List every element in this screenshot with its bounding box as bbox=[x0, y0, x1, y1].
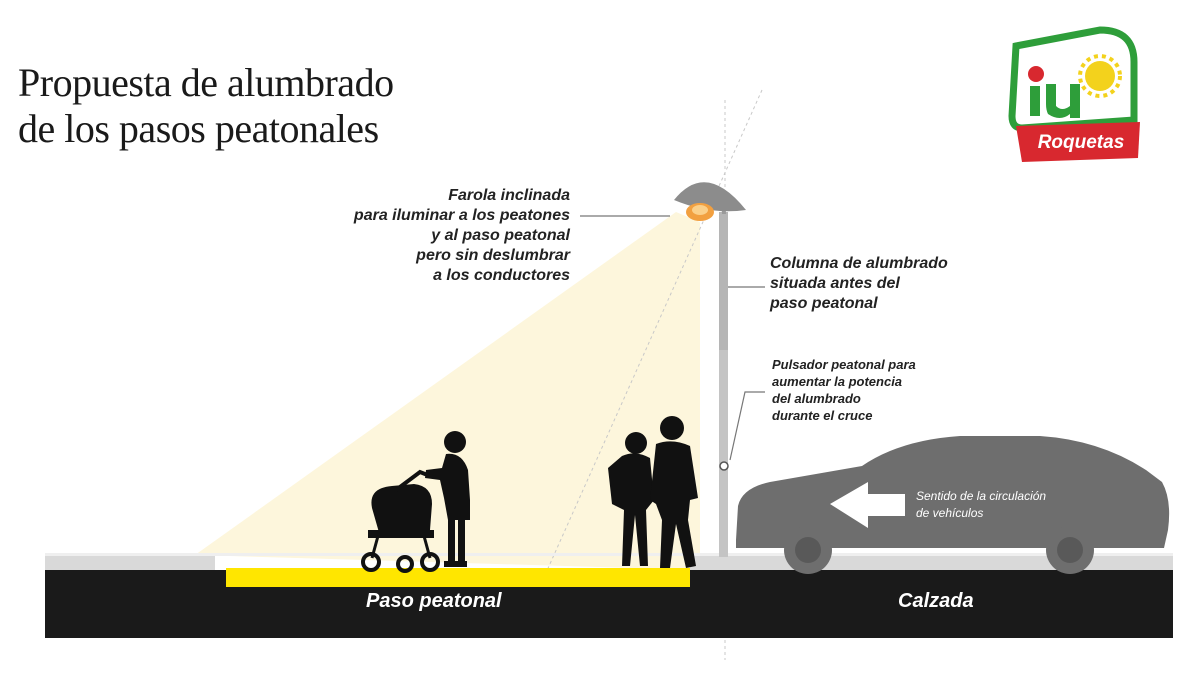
pedestrian-button-icon bbox=[719, 461, 729, 471]
lamp-annotation-line: para iluminar a los peatones bbox=[353, 207, 570, 224]
button-annotation-line: aumentar la potencia bbox=[772, 374, 903, 389]
crosswalk-stripe bbox=[226, 568, 690, 587]
stroller-icon bbox=[361, 469, 440, 573]
lamp-annotation-line: a los conductores bbox=[433, 267, 570, 284]
button-annotation: Pulsador peatonal para aumentar la poten… bbox=[772, 356, 992, 424]
button-annotation-line: del alumbrado bbox=[772, 391, 861, 406]
arrow-left-icon bbox=[830, 482, 905, 528]
title-line-1: Propuesta de alumbrado bbox=[18, 60, 394, 105]
lamp-annotation-line: pero sin deslumbrar bbox=[416, 247, 570, 264]
guide-line-diagonal bbox=[544, 89, 763, 576]
sidewalk-edge bbox=[45, 553, 1173, 556]
lamp-annotation-line: y al paso peatonal bbox=[431, 227, 570, 244]
street-lamp-icon bbox=[674, 182, 746, 221]
road-label: Calzada bbox=[898, 590, 974, 612]
column-annotation-line: Columna de alumbrado bbox=[770, 255, 948, 272]
direction-annotation-line: Sentido de la circulación bbox=[916, 489, 1047, 503]
lamp-pole-lower bbox=[719, 350, 728, 557]
page-title: Propuesta de alumbrado de los pasos peat… bbox=[18, 60, 394, 152]
pedestrian-icon bbox=[425, 431, 470, 567]
column-annotation-line: situada antes del bbox=[770, 275, 900, 292]
crosswalk-label: Paso peatonal bbox=[366, 590, 502, 612]
light-beam bbox=[195, 212, 700, 570]
iu-logo-icon bbox=[1008, 26, 1140, 162]
column-annotation: Columna de alumbrado situada antes del p… bbox=[770, 254, 1030, 314]
direction-annotation-line: de vehículos bbox=[916, 506, 984, 520]
button-annotation-line: Pulsador peatonal para bbox=[772, 357, 916, 372]
button-leader bbox=[729, 391, 765, 461]
title-line-2: de los pasos peatonales bbox=[18, 106, 379, 151]
pedestrian-icon bbox=[608, 416, 698, 568]
logo-text: Roquetas bbox=[1037, 132, 1125, 153]
car-icon bbox=[736, 436, 1170, 574]
lamp-annotation: Farola inclinada para iluminar a los pea… bbox=[270, 186, 570, 286]
button-annotation-line: durante el cruce bbox=[772, 408, 873, 423]
direction-annotation: Sentido de la circulación de vehículos bbox=[916, 488, 1116, 522]
column-annotation-line: paso peatonal bbox=[770, 295, 878, 312]
sidewalk-left bbox=[45, 553, 215, 570]
lamp-annotation-line: Farola inclinada bbox=[448, 187, 570, 204]
